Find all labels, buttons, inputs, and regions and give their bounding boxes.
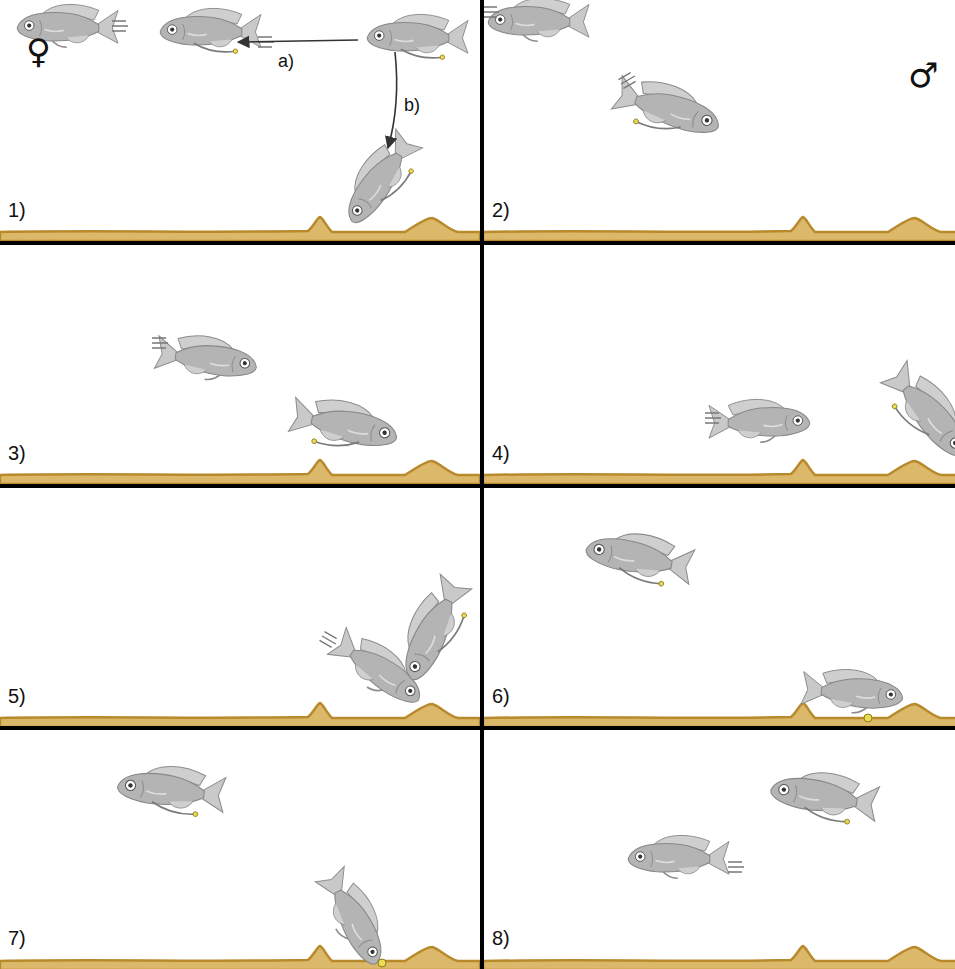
panel-number: 4) (492, 443, 510, 463)
sex-symbol: ♂ (908, 58, 938, 92)
sex-symbol: ♀ (26, 34, 51, 68)
arrow-label: b) (404, 96, 420, 114)
panel-8 (483, 766, 955, 969)
panel-number: 3) (8, 443, 26, 463)
panel-number: 8) (492, 928, 510, 948)
egg (864, 714, 872, 722)
panel-5 (0, 571, 480, 727)
panel-number: 2) (492, 200, 510, 220)
panel-2 (483, 0, 955, 241)
arrow-label: a) (278, 52, 294, 70)
panel-number: 7) (8, 928, 26, 948)
panel-number: 5) (8, 686, 26, 706)
panel-1 (0, 4, 480, 241)
panel-number: 6) (492, 686, 510, 706)
panel-6 (483, 525, 955, 727)
panel-number: 1) (8, 200, 26, 220)
panel-3 (0, 330, 480, 484)
panel-4 (483, 356, 955, 484)
panel-7 (0, 762, 480, 969)
egg (378, 959, 386, 967)
